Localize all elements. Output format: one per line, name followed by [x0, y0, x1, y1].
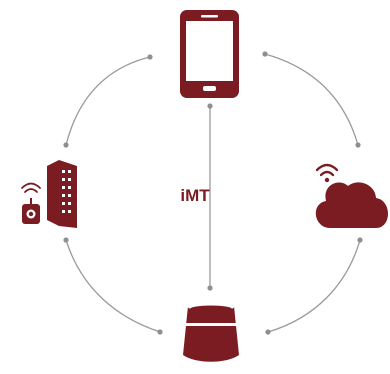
- arc-top-right: [264, 53, 359, 146]
- cloud-wifi-icon: [315, 163, 388, 228]
- connector-dots: [63, 51, 363, 335]
- hub-device-icon: [183, 300, 239, 362]
- center-label: iMT: [180, 186, 210, 205]
- smartphone-icon: [180, 10, 239, 98]
- building-sensor-icon: [21, 160, 77, 228]
- connector-lines: [65, 53, 361, 333]
- arc-bottom-right: [267, 239, 361, 333]
- arc-top-left: [65, 56, 151, 146]
- arc-bottom-left: [65, 239, 161, 333]
- sensor-icon: [21, 182, 41, 224]
- wifi-icon: [315, 163, 339, 177]
